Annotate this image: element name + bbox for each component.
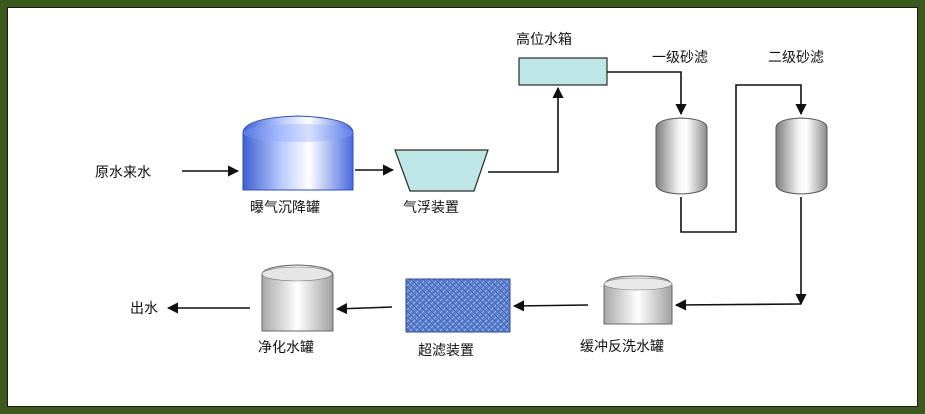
label-secondary-sand-filter: 二级砂滤 — [768, 50, 824, 66]
flow-primary-to-secondary-filter — [680, 84, 807, 233]
air-flotation-device — [394, 149, 489, 192]
flow-ultrafiltration-to-purified — [335, 303, 393, 315]
label-aeration-settling-tank: 曝气沉降罐 — [250, 200, 320, 216]
label-primary-sand-filter: 一级砂滤 — [652, 50, 708, 66]
label-air-flotation-device: 气浮装置 — [403, 200, 459, 216]
label-elevated-water-tank: 高位水箱 — [516, 31, 572, 48]
purified-water-tank — [261, 264, 334, 332]
label-buffer-backwash-tank: 缓冲反洗水罐 — [580, 339, 664, 355]
ultrafiltration-device — [405, 278, 511, 333]
elevated-water-tank — [518, 57, 608, 86]
primary-sand-filter-vessel — [655, 117, 708, 195]
flow-buffer-to-ultrafiltration — [512, 300, 589, 312]
secondary-sand-filter-vessel — [775, 117, 828, 195]
label-raw-water-inlet: 原水来水 — [95, 165, 151, 181]
label-purified-water-tank: 净化水罐 — [258, 340, 314, 356]
flow-elevated-tank-to-primary-filter — [607, 71, 687, 116]
flow-flotation-to-elevated-tank — [488, 86, 564, 173]
label-water-outlet: 出水 — [130, 301, 158, 317]
flow-to-buffer-tank-horizontal — [674, 299, 802, 311]
aeration-settling-tank — [242, 115, 354, 191]
diagram-inner-border — [7, 7, 918, 407]
buffer-backwash-tank — [603, 275, 673, 325]
label-ultrafiltration-device: 超滤装置 — [418, 343, 474, 359]
